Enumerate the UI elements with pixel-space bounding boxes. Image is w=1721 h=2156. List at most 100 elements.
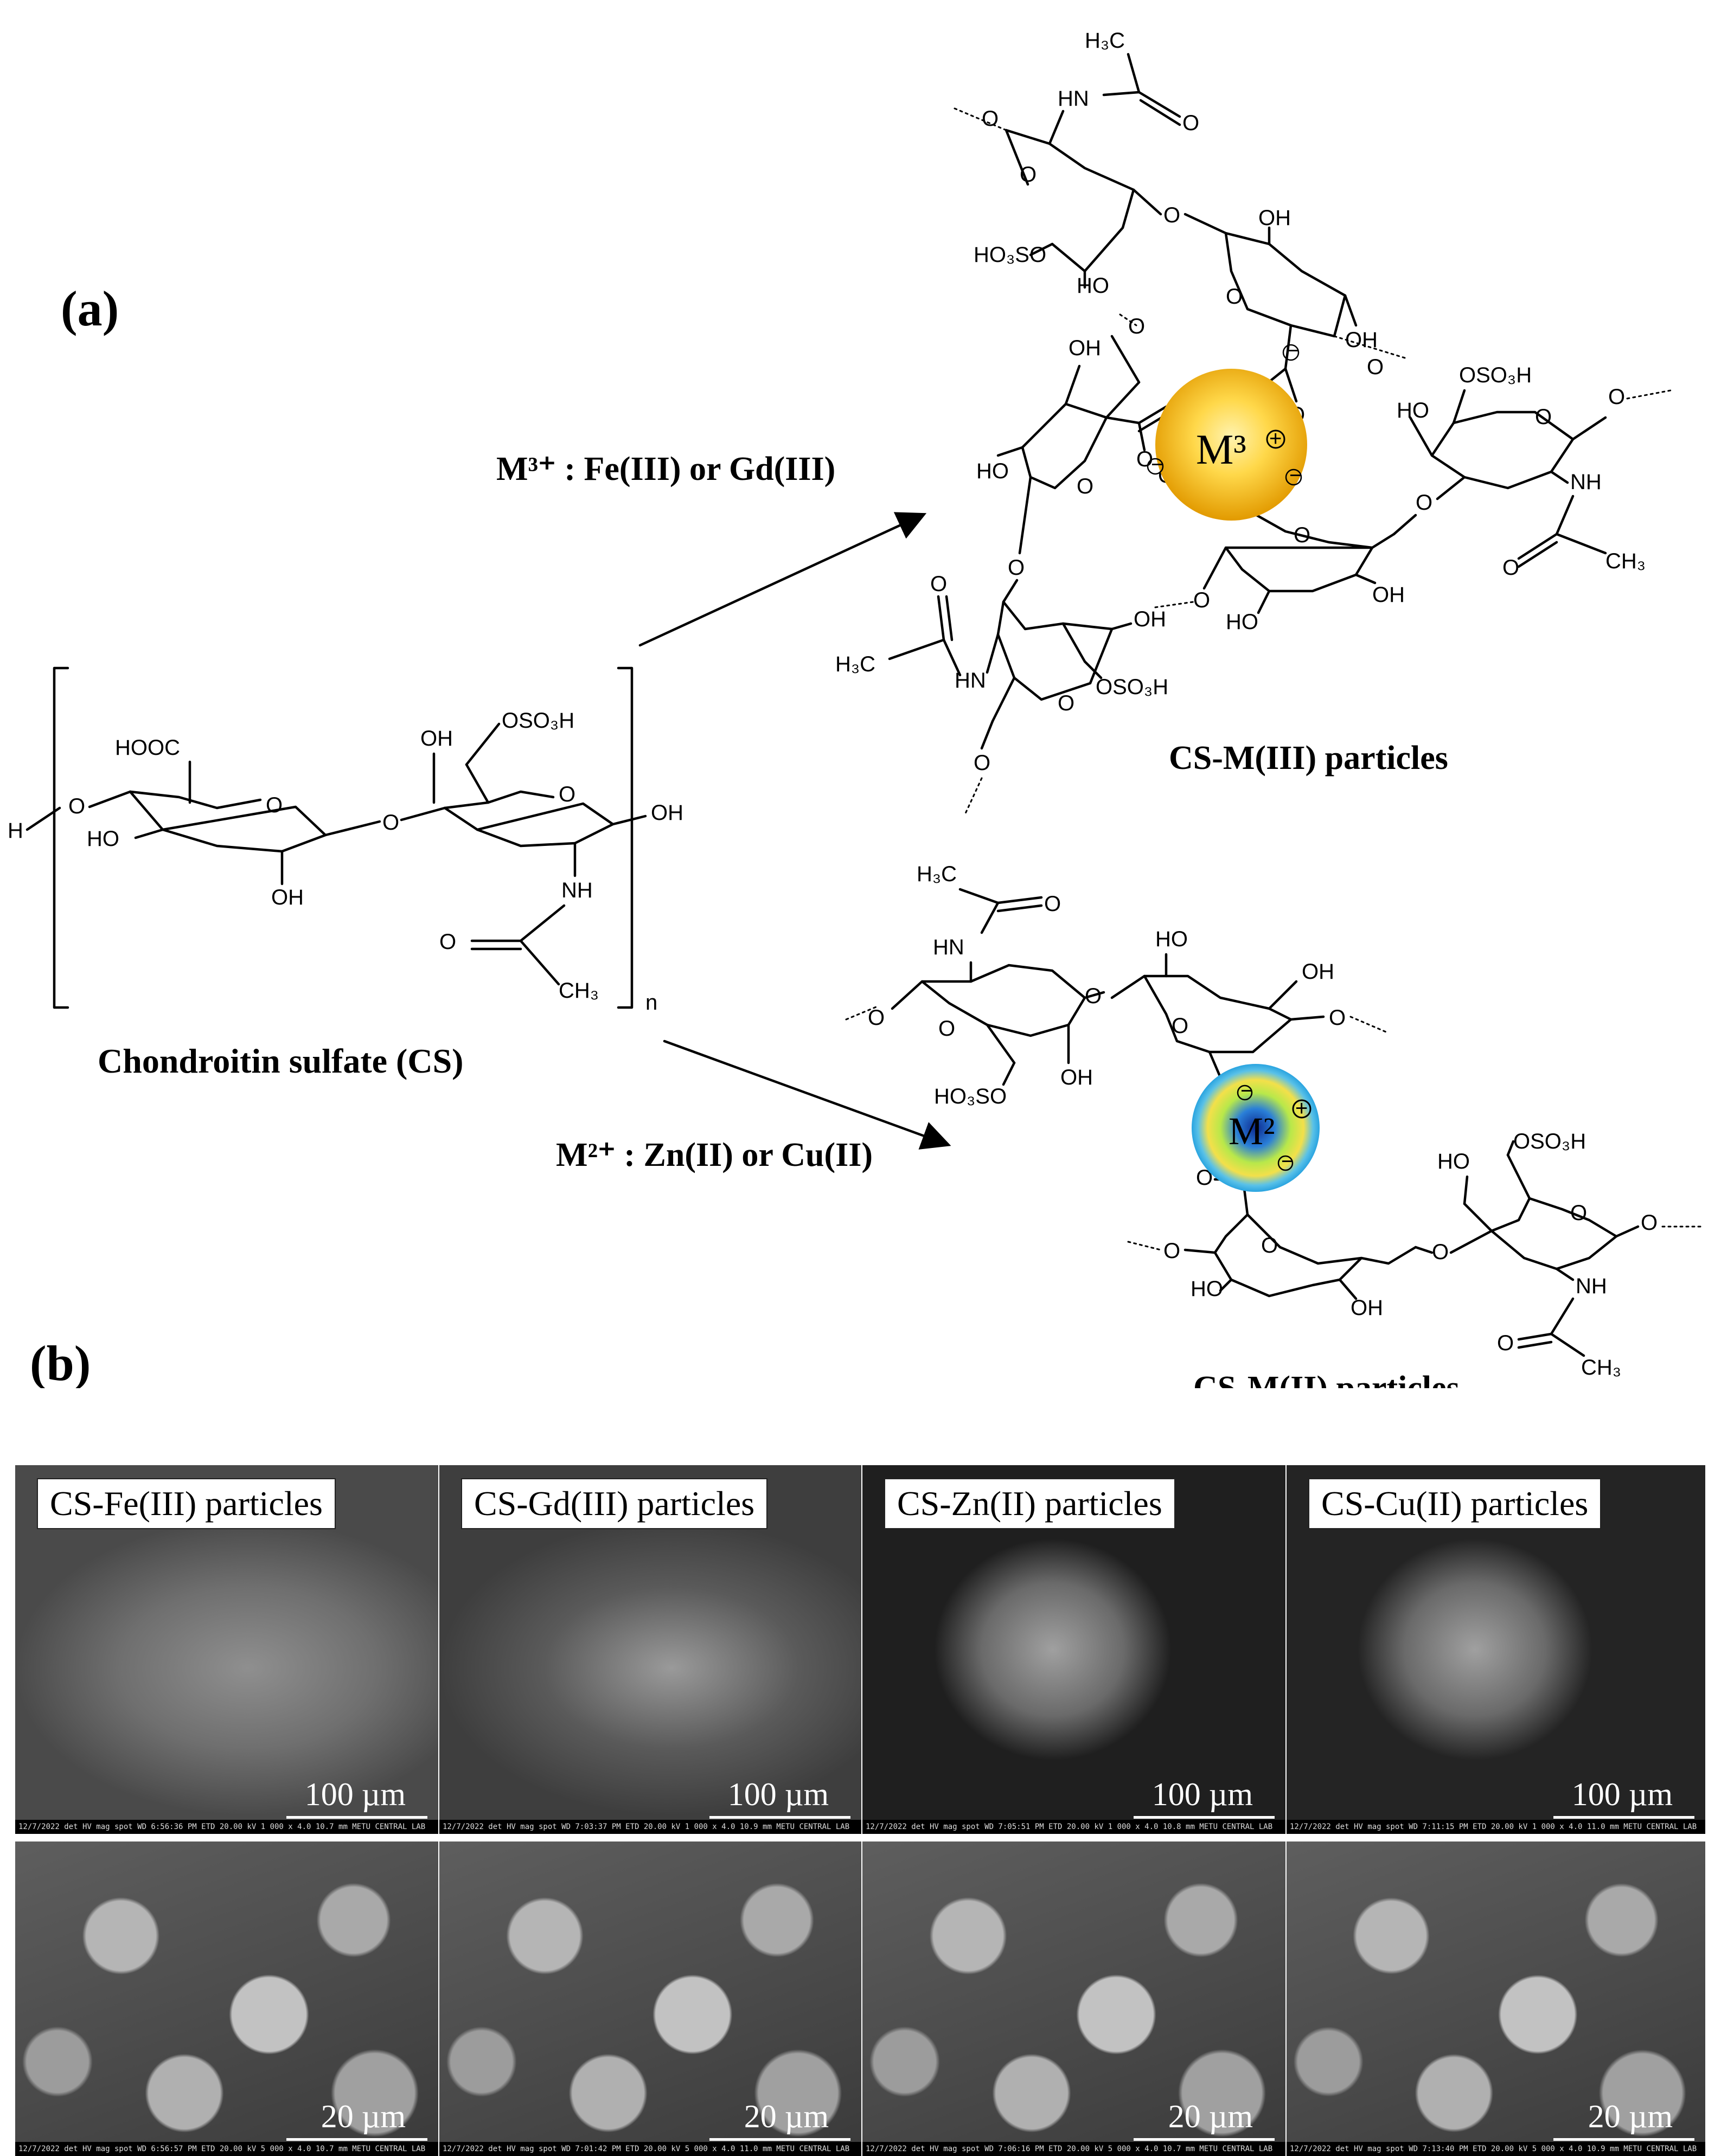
sem-metadata-strip: 12/7/2022 det HV mag spot WD 7:06:16 PM … xyxy=(862,2142,1285,2156)
panel-b-label: (b) xyxy=(30,1336,91,1388)
sem-image-3-high: 20 µm 12/7/2022 det HV mag spot WD 7:06:1… xyxy=(862,1841,1285,2156)
scale-bar xyxy=(709,2138,850,2141)
svg-text:OSO₃H: OSO₃H xyxy=(1459,363,1532,387)
cs-m3-name: CS-M(III) particles xyxy=(1169,740,1448,777)
svg-text:NH: NH xyxy=(1570,470,1602,494)
svg-text:HO: HO xyxy=(1397,399,1429,422)
cs-m2-name: CS-M(II) particles xyxy=(1193,1370,1460,1388)
scale-bar-label: 100 µm xyxy=(304,1776,406,1812)
svg-text:OH: OH xyxy=(651,801,683,825)
arrow-to-m2 xyxy=(663,1040,951,1150)
svg-text:O: O xyxy=(1128,315,1145,338)
repeat-bracket-right xyxy=(617,666,634,1009)
svg-text:−: − xyxy=(1289,464,1302,487)
arrow-top-label: M³⁺ : Fe(III) or Gd(III) xyxy=(496,451,835,487)
sem-column-title: CS-Zn(II) particles xyxy=(884,1478,1175,1529)
svg-text:O: O xyxy=(1182,111,1199,135)
scale-bar-label: 20 µm xyxy=(321,2099,406,2134)
svg-text:O: O xyxy=(1367,355,1384,379)
svg-text:+: + xyxy=(1269,427,1282,451)
svg-text:O: O xyxy=(1641,1211,1658,1235)
svg-text:HO: HO xyxy=(1077,274,1109,298)
svg-text:OH: OH xyxy=(1302,960,1334,984)
scale-bar-label: 100 µm xyxy=(1151,1776,1253,1812)
svg-text:O: O xyxy=(1163,1239,1180,1263)
scale-bar xyxy=(1553,2138,1694,2141)
svg-text:OH: OH xyxy=(1345,328,1378,352)
svg-text:O: O xyxy=(1502,556,1519,580)
scale-bar xyxy=(1553,1816,1694,1819)
sem-metadata-strip: 12/7/2022 det HV mag spot WD 7:01:42 PM … xyxy=(439,2142,861,2156)
svg-text:−: − xyxy=(1281,1150,1294,1173)
cs-monomer-structure: n H O O HOOC HO OH O O OH OSO₃H OH NH xyxy=(8,666,683,1015)
svg-text:NH: NH xyxy=(561,878,593,902)
svg-text:HO: HO xyxy=(1226,610,1258,634)
svg-text:O: O xyxy=(1193,588,1210,612)
svg-text:O: O xyxy=(868,1006,885,1030)
sem-metadata-strip: 12/7/2022 det HV mag spot WD 7:05:51 PM … xyxy=(862,1820,1285,1834)
svg-text:HO: HO xyxy=(1191,1277,1223,1301)
scale-bar xyxy=(286,2138,427,2141)
svg-text:O: O xyxy=(1163,203,1180,227)
svg-text:O: O xyxy=(1329,1006,1346,1030)
svg-text:O: O xyxy=(974,751,990,775)
svg-text:O: O xyxy=(68,794,85,818)
m3-ion: M³ + − − − xyxy=(1147,339,1307,521)
sem-metadata-strip: 12/7/2022 det HV mag spot WD 7:11:15 PM … xyxy=(1287,1820,1705,1834)
scale-bar xyxy=(286,1816,427,1819)
svg-text:O: O xyxy=(266,793,283,817)
scale-bar xyxy=(1134,2138,1275,2141)
svg-text:−: − xyxy=(1151,453,1163,477)
svg-text:OH: OH xyxy=(1069,336,1101,360)
svg-text:O: O xyxy=(1136,447,1153,471)
svg-text:HO₃SO: HO₃SO xyxy=(974,243,1046,267)
sem-image-2-high: 20 µm 12/7/2022 det HV mag spot WD 7:01:4… xyxy=(439,1841,861,2156)
svg-text:OH: OH xyxy=(1351,1296,1383,1320)
svg-text:OSO₃H: OSO₃H xyxy=(502,709,574,733)
arrow-bottom-label: M²⁺ : Zn(II) or Cu(II) xyxy=(556,1137,873,1173)
scale-bar-label: 100 µm xyxy=(1571,1776,1673,1812)
svg-text:O: O xyxy=(982,107,999,131)
repeat-bracket-left xyxy=(53,666,69,1009)
svg-text:HO: HO xyxy=(976,459,1009,483)
svg-text:HO: HO xyxy=(1155,927,1188,951)
sem-image-3-low: CS-Zn(II) particles 100 µm 12/7/2022 det H… xyxy=(862,1465,1285,1834)
svg-text:OH: OH xyxy=(1134,607,1166,631)
svg-text:O: O xyxy=(1416,491,1432,515)
svg-text:O: O xyxy=(1044,892,1061,916)
scale-bar xyxy=(1134,1816,1275,1819)
svg-text:NH: NH xyxy=(1576,1274,1607,1298)
cs-name: Chondroitin sulfate (CS) xyxy=(98,1042,463,1080)
svg-text:OH: OH xyxy=(1372,583,1405,607)
scale-bar-label: 20 µm xyxy=(1168,2099,1253,2134)
sem-metadata-strip: 12/7/2022 det HV mag spot WD 6:56:36 PM … xyxy=(15,1820,438,1834)
m2-ion: M² + − − xyxy=(1192,1064,1320,1192)
svg-text:O: O xyxy=(1570,1201,1587,1225)
svg-text:H₃C: H₃C xyxy=(835,652,875,676)
repeat-subscript: n xyxy=(645,991,657,1015)
sem-column-title: CS-Cu(II) particles xyxy=(1308,1478,1602,1529)
svg-text:O: O xyxy=(1294,523,1310,547)
svg-text:HOOC: HOOC xyxy=(115,736,180,760)
scale-bar xyxy=(709,1816,850,1819)
cs-m2-structure: H₃C O HN O O HO₃SO OH O HO OH O O xyxy=(845,862,1704,1379)
svg-text:O: O xyxy=(1608,385,1625,409)
sem-image-1-high: 20 µm 12/7/2022 det HV mag spot WD 6:56:5… xyxy=(15,1841,438,2156)
panel-a-label: (a) xyxy=(61,281,119,336)
m3-ion-label: M³ xyxy=(1196,426,1246,473)
svg-text:CH₃: CH₃ xyxy=(1605,549,1646,573)
svg-text:O: O xyxy=(1058,691,1074,715)
arrow-to-m3 xyxy=(638,512,927,647)
sem-metadata-strip: 12/7/2022 det HV mag spot WD 6:56:57 PM … xyxy=(15,2142,438,2156)
svg-text:H₃C: H₃C xyxy=(917,862,957,886)
svg-text:O: O xyxy=(938,1017,955,1041)
svg-text:CH₃: CH₃ xyxy=(559,979,599,1003)
svg-text:−: − xyxy=(1287,339,1299,363)
svg-text:O: O xyxy=(1020,163,1037,187)
scale-bar-label: 20 µm xyxy=(744,2099,829,2134)
svg-text:O: O xyxy=(439,930,456,954)
svg-text:CH₃: CH₃ xyxy=(1581,1356,1621,1379)
